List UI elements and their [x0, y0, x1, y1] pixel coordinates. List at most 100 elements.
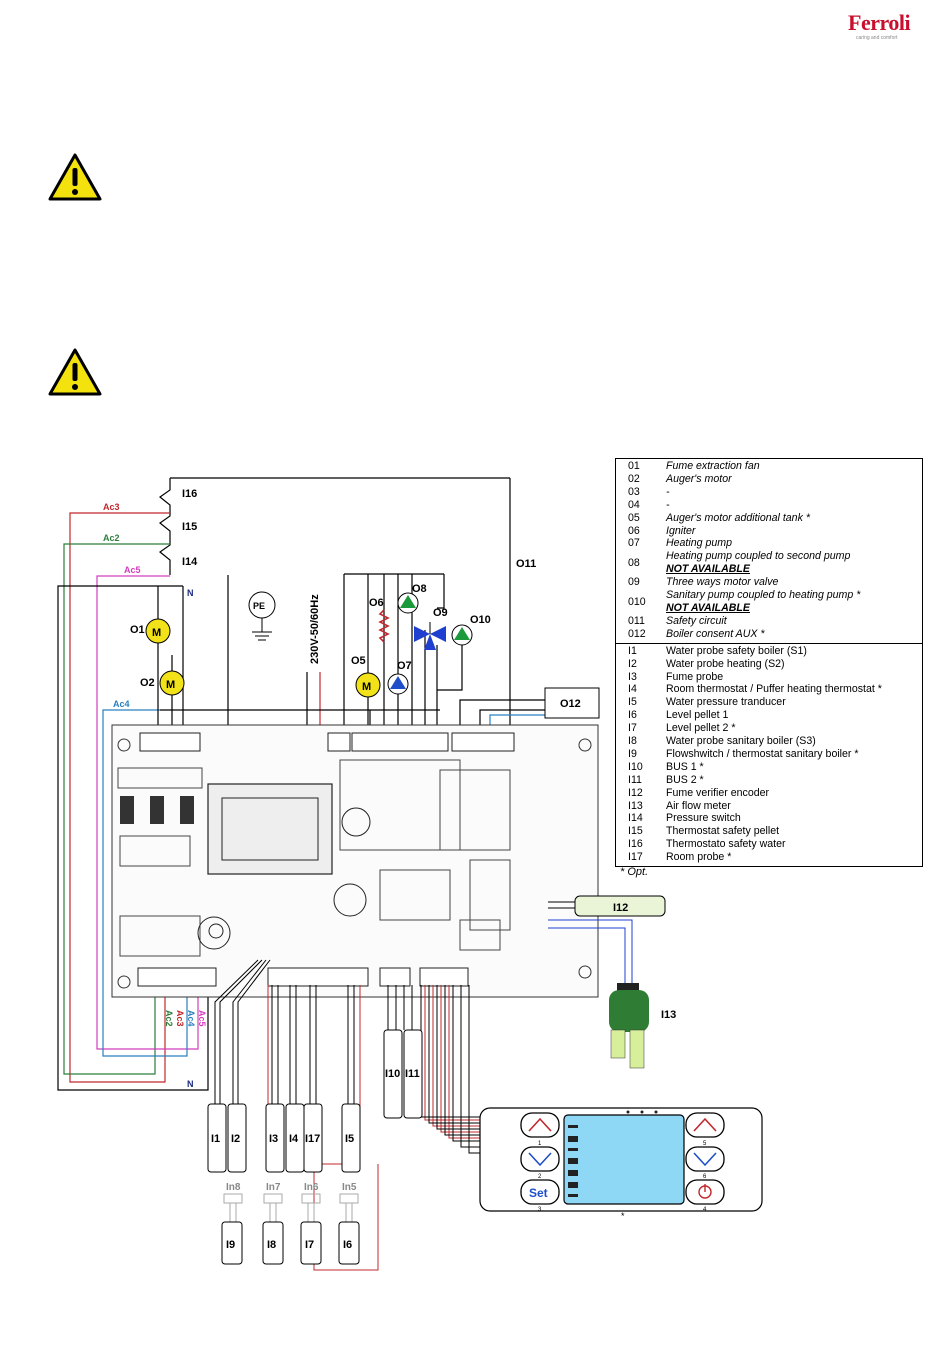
wire-label-ac5: Ac5	[124, 565, 141, 575]
probe-i5	[341, 1103, 361, 1173]
motor-icon: M	[145, 618, 171, 644]
supply-label: 230V-50/60Hz	[309, 594, 321, 664]
output-label-o8: O8	[412, 583, 427, 595]
legend-code: I17	[628, 851, 643, 864]
legend-desc: Level pellet 2 *	[666, 722, 736, 735]
legend-code: I5	[628, 696, 637, 709]
probe-i7	[300, 1221, 322, 1265]
legend-code: 07	[628, 537, 640, 550]
legend-code: I9	[628, 747, 637, 760]
neutral-label-bottom: N	[187, 1079, 194, 1089]
encoder-label-i12: I12	[613, 902, 628, 914]
probe-i8	[262, 1221, 284, 1265]
probe-i11	[403, 1029, 423, 1119]
wire-label-ac2: Ac2	[103, 533, 120, 543]
legend-code: 06	[628, 524, 640, 537]
legend-code: I14	[628, 812, 643, 825]
legend-desc-block: Sanitary pump coupled to heating pump *N…	[666, 589, 922, 615]
legend-desc: -	[666, 485, 670, 498]
switch-label-i14: I14	[182, 556, 198, 568]
key-number: 1	[538, 1141, 542, 1147]
legend-code: 02	[628, 472, 640, 485]
probe-i10	[383, 1029, 403, 1119]
legend-code: 05	[628, 511, 640, 524]
legend-code: I8	[628, 735, 637, 748]
legend-desc: Fume extraction fan	[666, 460, 760, 472]
ferroli-logo: Ferroli caring and comfort	[848, 10, 912, 44]
legend-code: 03	[628, 485, 640, 498]
warning-icon	[48, 348, 102, 396]
pump-icon	[397, 592, 419, 614]
legend-desc: Room thermostat / Puffer heating thermos…	[666, 683, 882, 696]
output-label-o9: O9	[433, 607, 448, 619]
legend-desc: Auger's motor additional tank *	[666, 511, 810, 524]
legend-desc: Water probe safety boiler (S1)	[666, 644, 807, 657]
legend-desc: BUS 2 *	[666, 773, 704, 786]
brand-tagline: caring and comfort	[856, 35, 898, 41]
legend-desc: Igniter	[666, 524, 696, 537]
legend-code: 09	[628, 576, 640, 589]
motor-label-o1: O1	[130, 624, 145, 636]
motor-label-o5: O5	[351, 655, 366, 667]
legend-desc: Water pressure tranducer	[666, 696, 786, 709]
legend-note: NOT AVAILABLE	[666, 563, 750, 576]
probe-label-i4: I4	[289, 1133, 299, 1145]
legend-desc: Heating pump	[666, 537, 732, 550]
legend-desc: Level pellet 1	[666, 709, 729, 722]
output-label-o12: O12	[560, 698, 581, 710]
probe-label-i5: I5	[345, 1133, 354, 1145]
wire-label-ac5-bottom: Ac5	[197, 1010, 207, 1027]
legend-desc: Thermostat safety pellet	[666, 825, 780, 838]
control-panel: Set 1 2 3 4 5 6	[479, 1107, 763, 1213]
motor-icon: M	[159, 670, 185, 696]
legend-code: I13	[628, 799, 643, 812]
switch-label-i15: I15	[182, 521, 197, 533]
set-key-label: Set	[529, 1186, 548, 1200]
wire-label-ac3-bottom: Ac3	[175, 1010, 185, 1027]
legend-code: I10	[628, 760, 643, 773]
up-key-1	[520, 1112, 560, 1138]
probe-label-i8: I8	[267, 1239, 276, 1251]
probe-label-i2: I2	[231, 1133, 240, 1145]
up-key-5	[685, 1112, 725, 1138]
probe-i17	[303, 1103, 323, 1173]
legend-code: I15	[628, 825, 643, 838]
output-label-o11: O11	[516, 558, 536, 570]
probe-i6	[338, 1221, 360, 1265]
probe-i2	[227, 1103, 247, 1173]
motor-symbol: M	[362, 681, 371, 693]
legend-desc: -	[666, 498, 670, 511]
wire-label-ac3: Ac3	[103, 502, 120, 512]
warning-icon	[48, 153, 102, 201]
motor-symbol: M	[166, 679, 175, 691]
legend-desc: Auger's motor	[666, 472, 732, 485]
key-number: 6	[703, 1174, 707, 1180]
legend-desc: Fume probe	[666, 670, 724, 683]
pe-label: PE	[253, 601, 265, 611]
probe-label-i6: I6	[343, 1239, 352, 1251]
wire-label-ac2-bottom: Ac2	[164, 1010, 174, 1027]
switch-label-i16: I16	[182, 488, 197, 500]
down-key-2	[520, 1146, 560, 1172]
legend-code: I11	[628, 773, 642, 786]
legend-note: NOT AVAILABLE	[666, 601, 750, 614]
probe-i1	[207, 1103, 227, 1173]
neutral-label: N	[187, 588, 194, 598]
pump-icon	[387, 673, 409, 695]
legend-code: I2	[628, 657, 637, 670]
legend-desc: Water probe sanitary boiler (S3)	[666, 735, 816, 748]
legend-desc: Fume verifier encoder	[666, 786, 770, 799]
key-number: 3	[538, 1207, 542, 1213]
pump-icon	[451, 624, 473, 646]
earth-icon	[248, 591, 276, 641]
motor-symbol: M	[152, 627, 161, 639]
legend-desc: Air flow meter	[666, 799, 731, 812]
connector-label-in6: In6	[304, 1182, 319, 1193]
probe-i9	[221, 1221, 243, 1265]
key-number: 2	[538, 1174, 542, 1180]
legend-code: I6	[628, 709, 637, 722]
aux-box	[544, 687, 600, 719]
